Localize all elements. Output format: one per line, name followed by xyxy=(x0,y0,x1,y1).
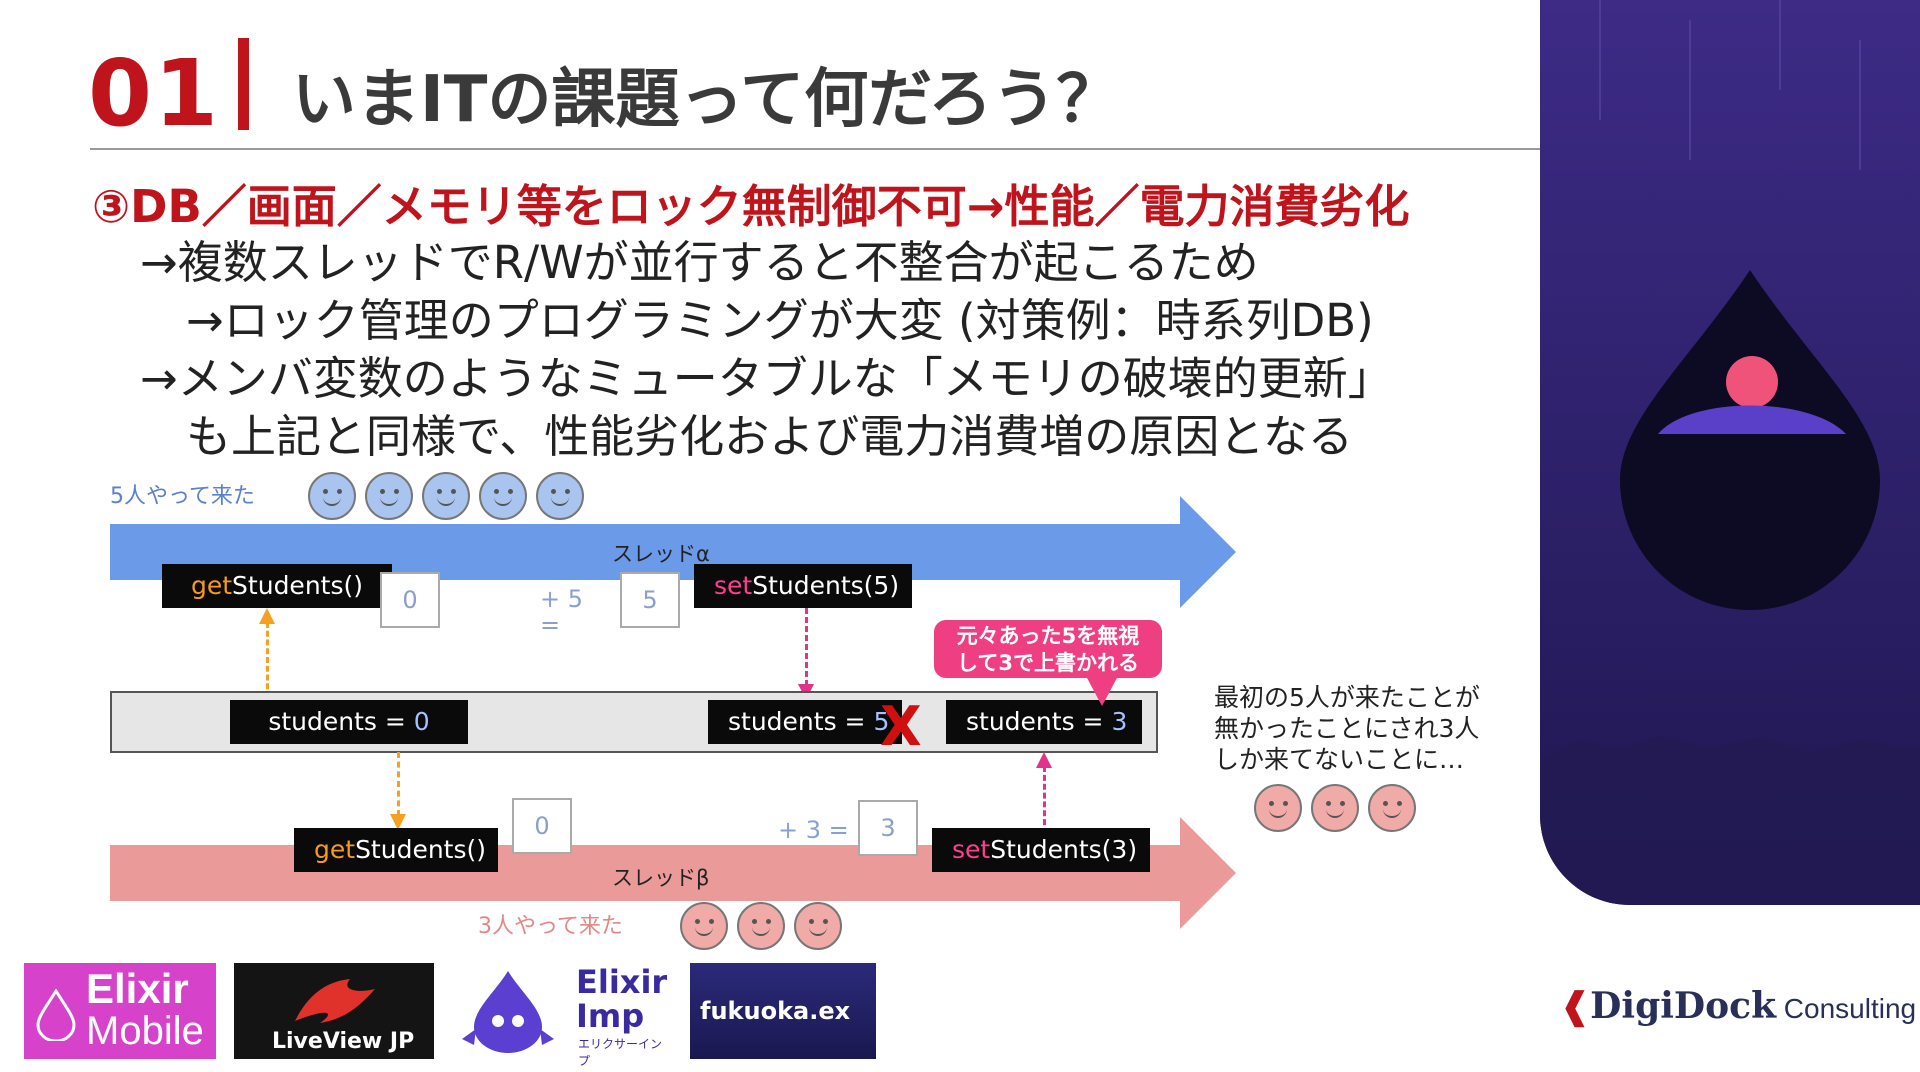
thread-beta-label: スレッドβ xyxy=(612,866,710,890)
drop-logo-icon xyxy=(1540,0,1920,905)
smiley-icon xyxy=(536,472,584,520)
fukuoka-ex-logo: fukuoka.ex xyxy=(690,963,876,1059)
slide-number: 01 xyxy=(88,40,221,147)
elixir-imp-logo: Elixir Imp エリクサーインプ xyxy=(454,963,668,1068)
bullet-3: →メンバ変数のようなミュータブルな「メモリの破壊的更新」 xyxy=(140,352,1393,405)
smiley-icon xyxy=(737,902,785,950)
overwrite-x-mark: X xyxy=(880,695,922,758)
alpha-read-value: 0 xyxy=(380,572,440,628)
get-students-alpha: getStudents() xyxy=(162,564,392,608)
bottom-arrival-label: 3人やって来た xyxy=(478,914,623,939)
beta-read-connector xyxy=(397,752,400,816)
elixir-mobile-logo: Elixir Mobile xyxy=(24,963,216,1059)
thread-alpha-label: スレッドα xyxy=(612,542,710,566)
beta-result-value: 3 xyxy=(858,800,918,856)
bullet-2: →ロック管理のプログラミングが大変 (対策例：時系列DB) xyxy=(186,294,1374,347)
smiley-icon xyxy=(308,472,356,520)
header-rule xyxy=(90,148,1540,150)
beta-read-value: 0 xyxy=(512,798,572,854)
smiley-icon xyxy=(479,472,527,520)
smiley-icon xyxy=(680,902,728,950)
overwrite-callout: 元々あった5を無視 して3で上書かれる xyxy=(934,620,1162,678)
result-faces xyxy=(1254,784,1416,832)
set-students-beta: setStudents(3) xyxy=(932,828,1150,872)
smiley-icon xyxy=(1254,784,1302,832)
digidock-brand: ❰DigiDock Consulting xyxy=(1560,985,1917,1027)
thread-alpha-arrowhead xyxy=(1180,496,1236,608)
bullet-1: →複数スレッドでR/Wが並行すると不整合が起こるため xyxy=(140,236,1259,289)
digidock-mark-icon: ❰ xyxy=(1560,985,1591,1027)
top-faces xyxy=(308,472,584,520)
slide-subtitle: ③DB／画面／メモリ等をロック無制御不可→性能／電力消費劣化 xyxy=(92,180,1410,233)
result-note: 最初の5人が来たことが 無かったことにされ3人 しか来てないことに… xyxy=(1214,683,1480,774)
alpha-result-value: 5 xyxy=(620,572,680,628)
smiley-icon xyxy=(1311,784,1359,832)
smiley-icon xyxy=(1368,784,1416,832)
side-decoration-panel xyxy=(1540,0,1920,905)
smiley-icon xyxy=(794,902,842,950)
memory-students-final: students = 3 xyxy=(946,700,1142,744)
smiley-icon xyxy=(365,472,413,520)
alpha-read-arrowhead xyxy=(259,608,275,624)
beta-write-connector xyxy=(1043,766,1046,834)
imp-mascot-icon xyxy=(462,971,554,1053)
beta-write-arrowhead xyxy=(1036,752,1052,768)
phoenix-icon xyxy=(295,979,375,1023)
top-arrival-label: 5人やって来た xyxy=(110,484,255,509)
set-students-alpha: setStudents(5) xyxy=(694,564,912,608)
title-divider-bar xyxy=(238,38,249,130)
alpha-add-op: + 5 = xyxy=(540,585,584,639)
slide-title: いまITの課題って何だろう？ xyxy=(292,63,1121,137)
bullet-4: も上記と同様で、性能劣化および電力消費増の原因となる xyxy=(186,410,1353,463)
alpha-read-connector xyxy=(266,622,269,698)
bottom-faces xyxy=(680,902,842,950)
alpha-write-connector xyxy=(805,608,808,686)
thread-beta-arrowhead xyxy=(1180,817,1236,929)
smiley-icon xyxy=(422,472,470,520)
overwrite-callout-tip xyxy=(1086,676,1118,706)
beta-add-op: + 3 = xyxy=(778,816,849,844)
liveview-jp-logo: LiveView JP xyxy=(234,963,434,1059)
beta-read-arrowhead xyxy=(390,814,406,830)
memory-students-initial: students = 0 xyxy=(230,700,468,744)
drop-icon xyxy=(36,989,76,1041)
get-students-beta: getStudents() xyxy=(294,828,498,872)
memory-students-after-alpha: students = 5 xyxy=(708,700,902,744)
